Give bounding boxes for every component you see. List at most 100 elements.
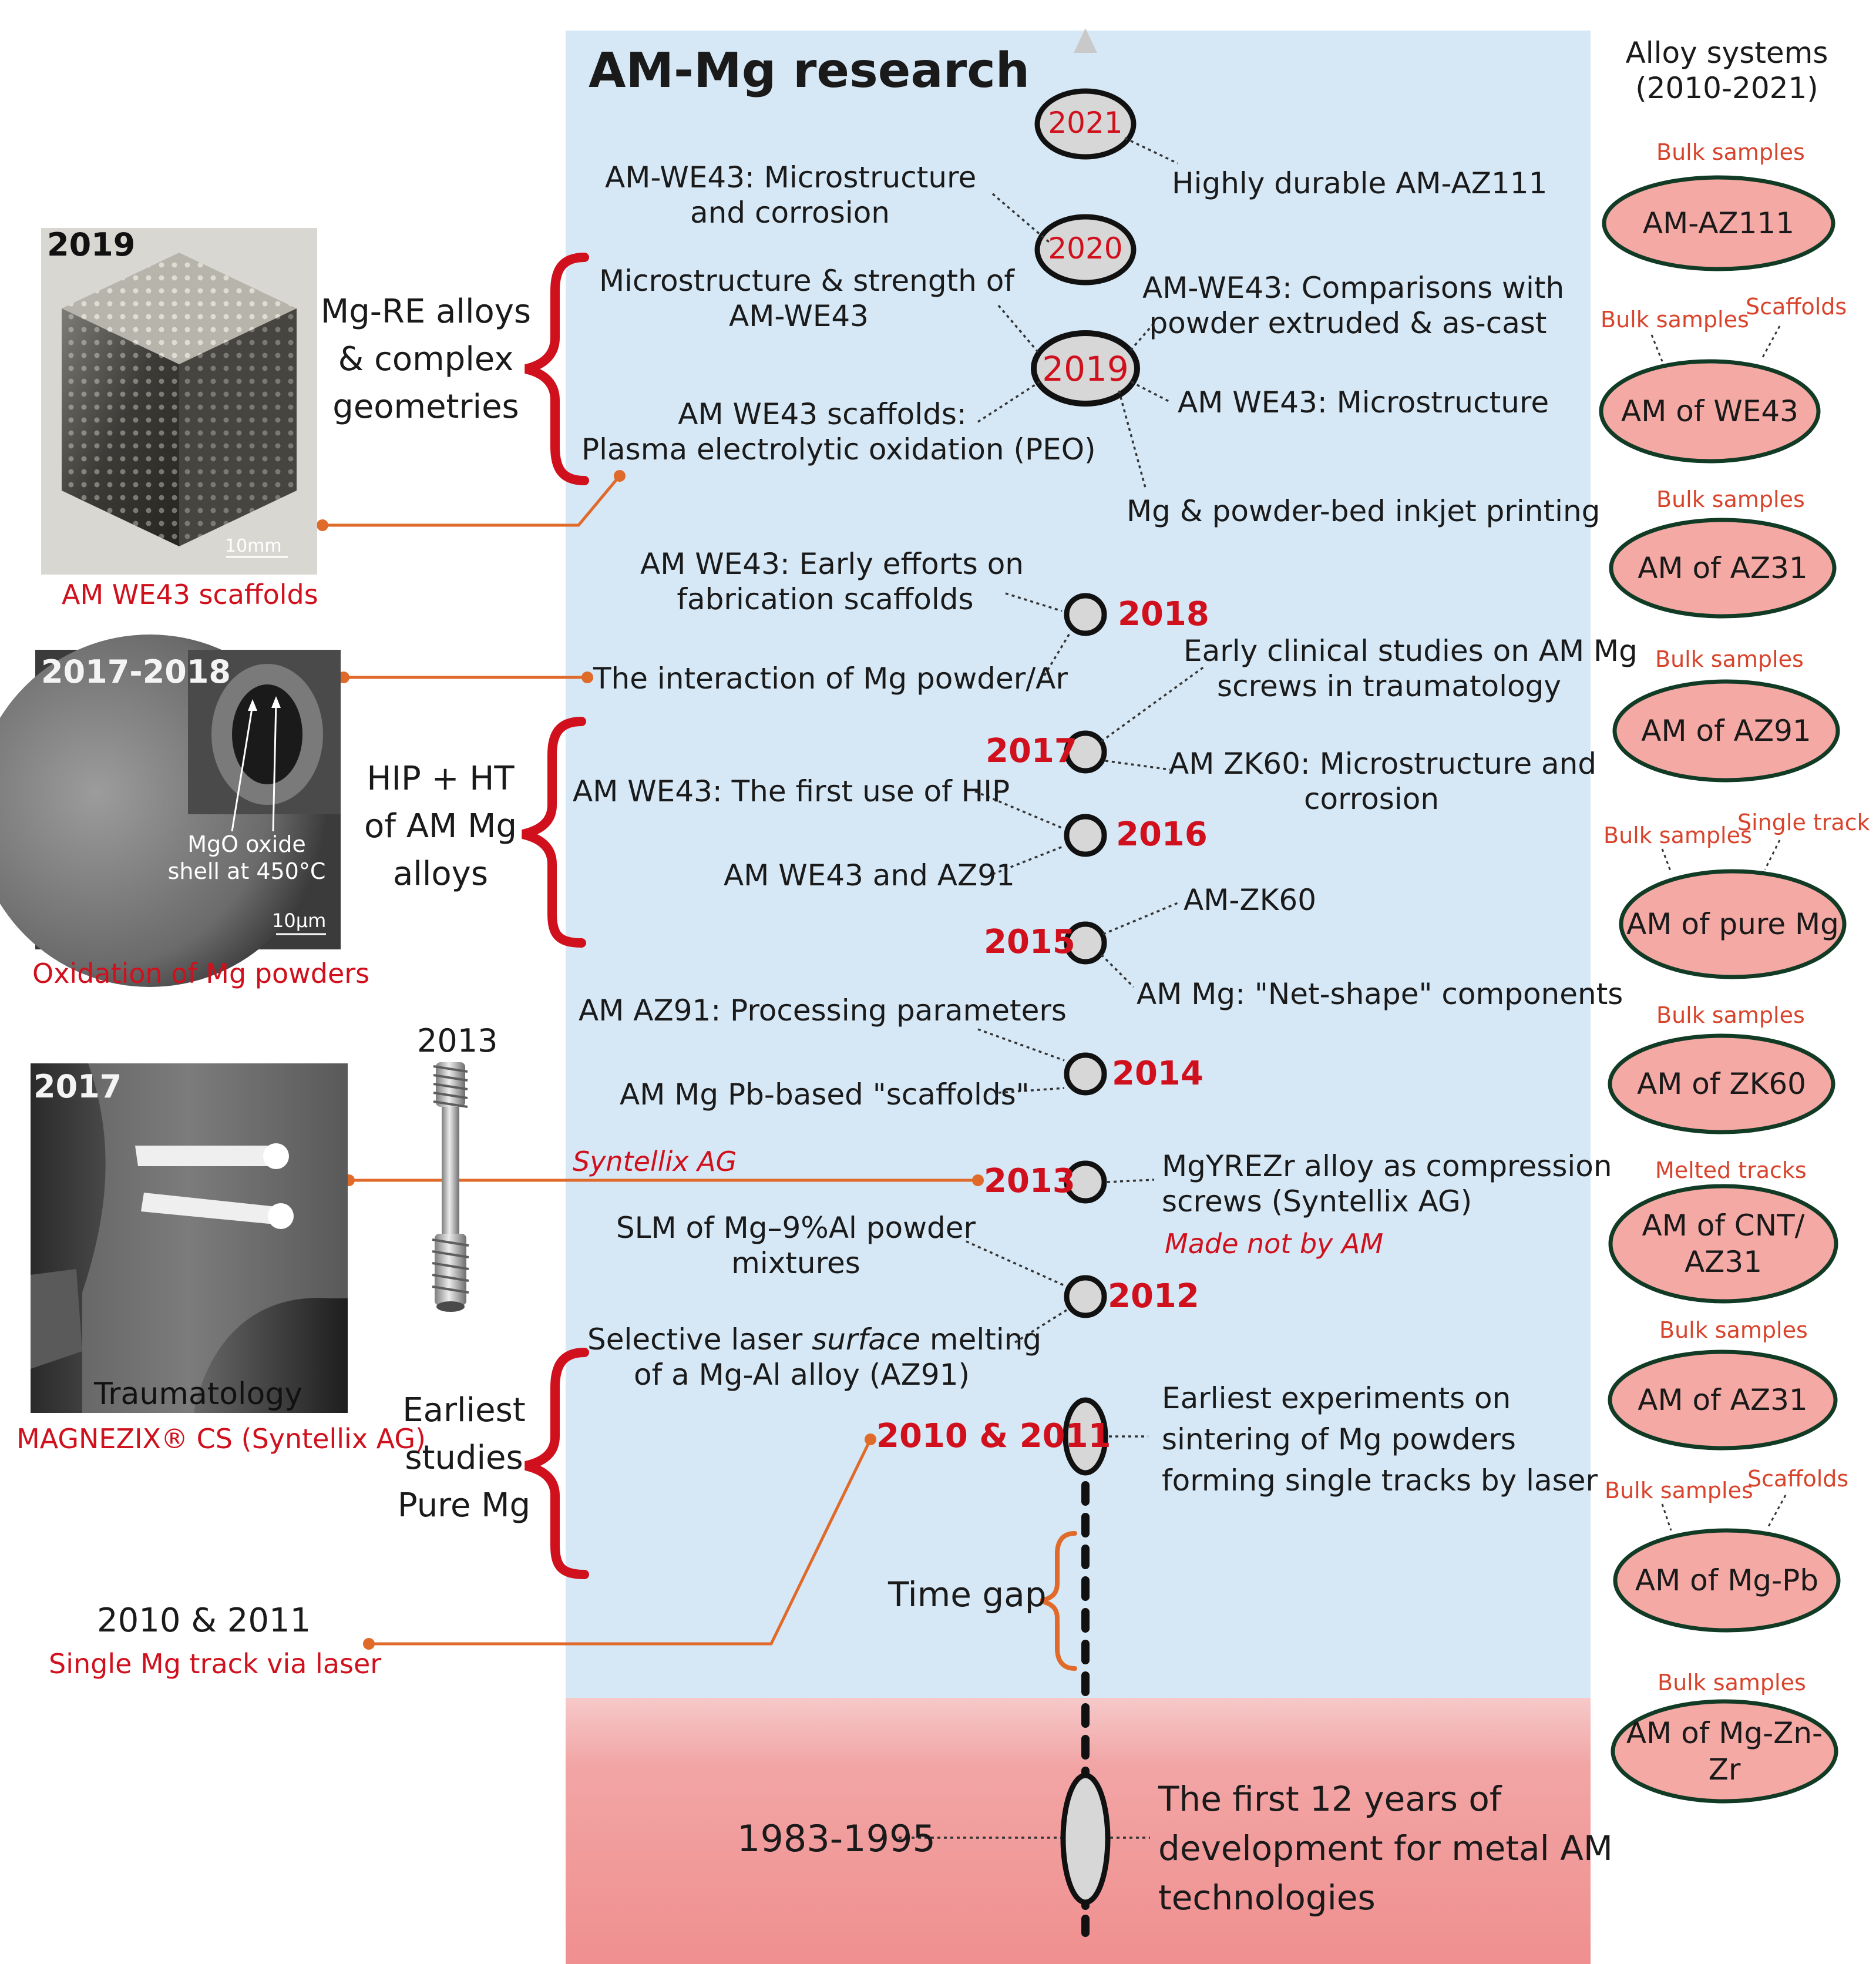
year-2013: 2013 — [984, 1162, 1075, 1200]
alloy-tag: Scaffolds — [1747, 1466, 1849, 1492]
dotted-connectors — [899, 137, 1205, 1839]
group-line: geometries — [332, 388, 519, 427]
event-we43-scaffolds-peo: AM WE43 scaffolds: Plasma electrolytic o… — [581, 397, 1096, 467]
event-text-italic: surface — [812, 1322, 920, 1357]
alloy-mg-zn-zr: AM of Mg-Zn-Zr — [1626, 1715, 1823, 1787]
year-2019: 2019 — [1042, 349, 1129, 389]
event-line: technologies — [1158, 1878, 1376, 1918]
alloy-tag: Bulk samples — [1601, 307, 1749, 333]
syntellix-label: Syntellix AG — [573, 1146, 737, 1177]
inset-line: shell at 450°C — [167, 858, 326, 884]
event-line: development for metal AM — [1158, 1828, 1613, 1869]
year-2012: 2012 — [1108, 1277, 1199, 1315]
year-2016: 2016 — [1116, 815, 1208, 854]
event-line: AM ZK60: Microstructure and — [1169, 747, 1597, 781]
event-line: Plasma electrolytic oxidation (PEO) — [581, 432, 1096, 466]
event-az91-parameters: AM AZ91: Processing parameters — [579, 993, 1067, 1028]
event-line: The first 12 years of — [1158, 1779, 1502, 1819]
node-2019 — [1031, 330, 1140, 407]
single-track-year: 2010 & 2011 — [97, 1602, 311, 1640]
group-hip: HIP + HT of AM Mg alloys — [352, 755, 529, 898]
alloy-tag: Bulk samples — [1603, 822, 1752, 848]
alloy-mg-pb: AM of Mg-Pb — [1635, 1563, 1819, 1597]
alloy-header-line-1: Alloy systems — [1625, 36, 1828, 70]
event-we43-micro-corrosion: AM-WE43: Microstructure and corrosion — [605, 160, 977, 230]
alloy-tag: Bulk samples — [1656, 1002, 1805, 1028]
node-2015 — [1064, 921, 1107, 965]
event-line: mixtures — [731, 1246, 860, 1280]
event-line: AM-WE43: Microstructure — [605, 160, 977, 194]
xray-photo — [31, 1063, 348, 1413]
group-mg-re: Mg-RE alloys & complex geometries — [317, 288, 534, 431]
event-line: screws (Syntellix AG) — [1162, 1184, 1472, 1218]
alloy-systems-header: Alloy systems (2010-2021) — [1609, 35, 1844, 106]
first-12-years: The first 12 years of development for me… — [1158, 1774, 1613, 1922]
node-2010-2011 — [1063, 1397, 1108, 1476]
photo-2017-year: 2017 — [33, 1068, 122, 1105]
brace-hip — [521, 717, 586, 948]
alloy-az91: AM of AZ91 — [1641, 713, 1811, 748]
alloy-tag-connectors — [1650, 325, 1787, 1531]
page-title: AM-Mg research — [589, 43, 1030, 99]
axis-arrowhead — [1074, 28, 1097, 53]
node-2012 — [1064, 1275, 1107, 1318]
alloy-az31-a: AM of AZ31 — [1638, 550, 1808, 585]
event-line: AM WE43 scaffolds: — [678, 397, 967, 431]
event-line: fabrication scaffolds — [677, 582, 974, 616]
event-we43-microstructure: AM WE43: Microstructure — [1178, 385, 1549, 419]
alloy-pure-mg: AM of pure Mg — [1626, 907, 1839, 941]
event-line: SLM of Mg–9%Al powder — [616, 1211, 976, 1245]
alloy-tag: Single track — [1737, 810, 1870, 835]
event-pb-scaffolds: AM Mg Pb-based "scaffolds" — [620, 1077, 1030, 1112]
event-line: powder extruded & as-cast — [1149, 306, 1547, 340]
event-text: melting — [920, 1322, 1042, 1357]
brace-mg-re — [524, 253, 589, 485]
event-we43-comparisons: AM-WE43: Comparisons with powder extrude… — [1142, 270, 1565, 341]
event-line: AM WE43: Early efforts on — [640, 547, 1024, 581]
event-line: MgYREZr alloy as compression — [1162, 1149, 1612, 1183]
year-2017: 2017 — [986, 732, 1077, 770]
photo-2019-scale: 10mm — [225, 536, 282, 556]
alloy-tag: Bulk samples — [1656, 139, 1805, 165]
alloy-tag: Bulk samples — [1656, 486, 1805, 512]
group-line: of AM Mg — [364, 807, 517, 846]
event-zk60-micro: AM ZK60: Microstructure and corrosion — [1169, 746, 1597, 817]
event-line: screws in traumatology — [1217, 669, 1561, 703]
photo-2017-caption: MAGNEZIX® CS (Syntellix AG) — [16, 1423, 426, 1455]
group-line: alloys — [392, 855, 488, 894]
node-1983-1995 — [1060, 1772, 1111, 1905]
year-2018: 2018 — [1118, 595, 1209, 633]
event-clinical: Early clinical studies on AM Mg screws i… — [1184, 633, 1638, 704]
alloy-tag: Bulk samples — [1655, 646, 1804, 672]
event-line: Selective laser surface melting — [587, 1322, 1041, 1357]
group-line: & complex — [338, 340, 514, 379]
alloy-header-line-2: (2010-2021) — [1635, 71, 1818, 105]
node-2014 — [1064, 1052, 1107, 1096]
group-line: studies — [405, 1439, 523, 1478]
event-line: Earliest experiments on — [1162, 1381, 1511, 1415]
alloy-we43: AM of WE43 — [1621, 394, 1798, 428]
photo-2019-caption: AM WE43 scaffolds — [62, 579, 318, 610]
year-1983-1995: 1983-1995 — [737, 1817, 936, 1860]
event-surface-melting: Selective laser surface melting of a Mg-… — [587, 1322, 1041, 1392]
event-slm: SLM of Mg–9%Al powder mixtures — [605, 1210, 987, 1281]
node-2018 — [1064, 593, 1107, 636]
photo-2017-2018-year: 2017-2018 — [41, 653, 231, 690]
group-line: HIP + HT — [367, 760, 515, 798]
photo-inset-label: MgO oxide shell at 450°C — [159, 831, 335, 885]
year-2010-2011: 2010 & 2011 — [876, 1417, 1111, 1455]
alloy-az31-b: AM of AZ31 — [1638, 1382, 1808, 1417]
node-2021 — [1034, 88, 1137, 160]
event-text: Selective laser — [587, 1322, 812, 1357]
event-line: forming single tracks by laser — [1162, 1463, 1598, 1498]
time-gap-label: Time gap — [888, 1574, 1047, 1614]
event-early-scaffolds: AM WE43: Early efforts on fabrication sc… — [640, 546, 1024, 617]
event-line: AM-WE43: Comparisons with — [1142, 271, 1565, 305]
alloy-cnt-az31: AM of CNT/ AZ31 — [1642, 1208, 1805, 1280]
alloy-tag: Melted tracks — [1655, 1157, 1807, 1183]
event-am-zk60: AM-ZK60 — [1184, 883, 1317, 917]
alloy-tag: Bulk samples — [1605, 1478, 1753, 1503]
node-2020 — [1034, 214, 1137, 286]
